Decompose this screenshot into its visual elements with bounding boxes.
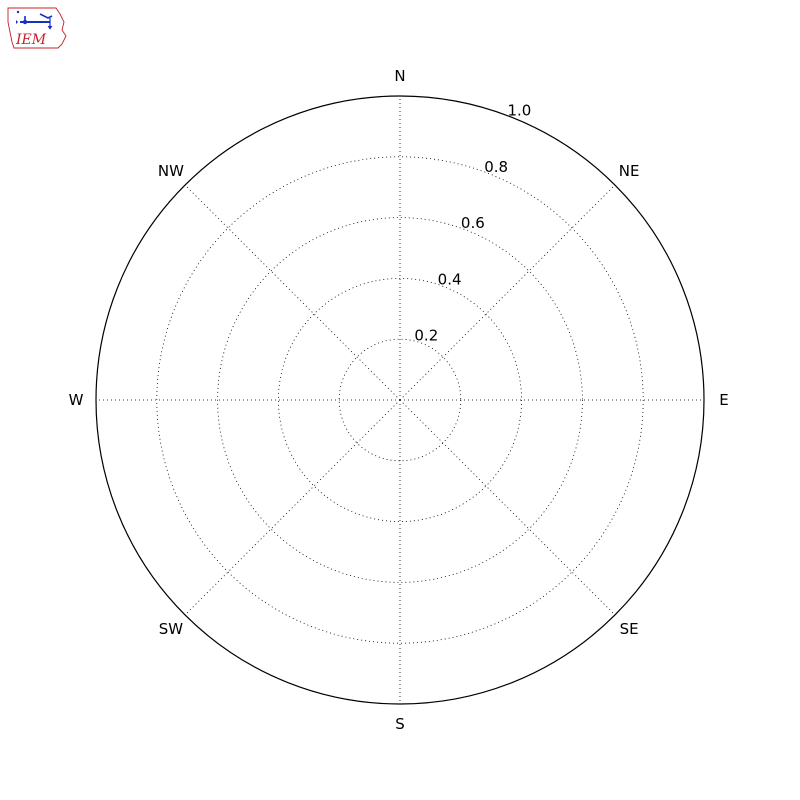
direction-label-sw: SW xyxy=(159,620,184,638)
label-layer: N NE E SE S SW W NW 0.2 0.4 0.6 0.8 1.0 xyxy=(69,67,729,733)
angle-grid-line-ne xyxy=(399,184,616,401)
iowa-state-outline-icon xyxy=(7,7,67,49)
r-tick-label: 0.8 xyxy=(484,158,508,176)
polar-frame xyxy=(95,95,705,705)
frame-layer xyxy=(95,95,705,705)
logo-text: IEM xyxy=(15,32,47,48)
grid-layer xyxy=(96,96,704,704)
direction-label-ne: NE xyxy=(619,162,640,180)
angle-grid-line-nw xyxy=(184,184,401,401)
direction-label-n: N xyxy=(394,67,405,85)
r-tick-label: 0.4 xyxy=(438,270,462,288)
r-grid-circle xyxy=(156,156,644,644)
r-tick-label: 1.0 xyxy=(507,102,531,120)
direction-label-s: S xyxy=(395,715,405,733)
direction-label-w: W xyxy=(69,391,84,409)
r-tick-label: 0.6 xyxy=(461,214,485,232)
angle-grid-line-se xyxy=(399,399,616,616)
direction-label-nw: NW xyxy=(158,162,184,180)
angle-grid-line-sw xyxy=(184,399,401,616)
r-grid-circle xyxy=(277,277,522,522)
r-grid-circle xyxy=(217,217,583,583)
direction-label-e: E xyxy=(719,391,728,409)
direction-label-se: SE xyxy=(620,620,639,638)
r-tick-label: 0.2 xyxy=(414,326,438,344)
iem-logo: IEM xyxy=(7,7,67,49)
